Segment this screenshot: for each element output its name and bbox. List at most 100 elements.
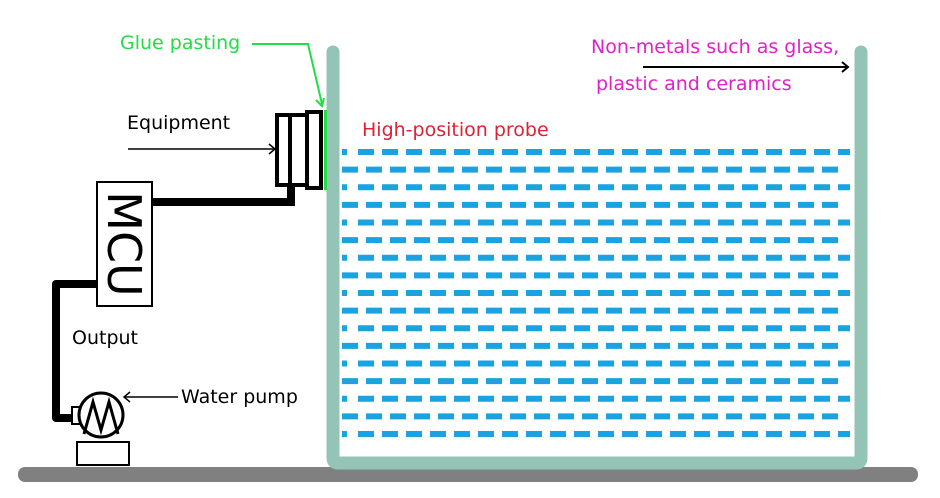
water-dash — [670, 395, 686, 402]
pump-arrow — [122, 391, 178, 403]
water-dash — [606, 201, 622, 208]
water-dash — [406, 431, 422, 437]
water-dash — [582, 307, 598, 314]
water-dash — [366, 307, 382, 314]
water-dash — [502, 395, 518, 402]
glue-layer — [324, 110, 327, 190]
water-dash — [646, 325, 662, 332]
water-dash — [358, 431, 374, 437]
water-dash — [582, 342, 598, 349]
water-dash — [766, 360, 782, 367]
water-dash — [574, 149, 590, 155]
water-dash — [462, 378, 478, 385]
water-dash — [790, 254, 806, 261]
water-dash — [654, 201, 670, 208]
water-dash — [774, 342, 790, 349]
water-dash — [486, 378, 502, 385]
water-dash — [534, 166, 550, 173]
water-dash — [774, 378, 790, 385]
water-dash — [534, 378, 550, 385]
water-dash — [526, 290, 542, 296]
water-dash — [670, 184, 686, 191]
water-dash — [630, 307, 646, 314]
water-dash — [702, 378, 718, 385]
output-label: Output — [72, 327, 138, 349]
water-dash — [526, 395, 542, 402]
water-dash — [606, 166, 622, 173]
water-dash — [630, 413, 646, 420]
water-dash — [526, 431, 542, 437]
water-dash — [382, 290, 398, 296]
water-dash — [342, 413, 358, 420]
water-dash — [678, 166, 694, 173]
water-dash — [750, 307, 766, 314]
water-dash — [670, 360, 686, 367]
water-dash — [646, 360, 662, 367]
water-dash — [606, 272, 622, 279]
water-dash — [558, 378, 574, 385]
water-dash — [510, 237, 526, 244]
water-dash — [598, 219, 614, 226]
water-dash — [838, 395, 850, 402]
water-dash — [342, 378, 358, 385]
water-dash — [694, 254, 710, 261]
wire-mcu-pump — [52, 280, 98, 422]
water-dash — [550, 219, 566, 226]
water-dash — [390, 201, 406, 208]
water-dash — [526, 219, 542, 226]
water-dash — [790, 184, 806, 191]
water-dash — [814, 325, 830, 332]
water-dash — [790, 149, 806, 155]
water-dash — [702, 342, 718, 349]
water-dash — [454, 395, 470, 402]
water-dash — [558, 237, 574, 244]
water-dash — [534, 272, 550, 279]
water-dash — [606, 307, 622, 314]
water-dash — [814, 184, 830, 191]
water-dash — [366, 413, 382, 420]
water-dash — [414, 201, 430, 208]
water-dash — [390, 307, 406, 314]
water-dash — [670, 219, 686, 226]
water-dash — [822, 378, 838, 385]
water-dash — [702, 166, 718, 173]
water-dash — [750, 166, 766, 173]
water-dash — [406, 325, 422, 332]
water-dash — [750, 237, 766, 244]
water-dash — [430, 395, 446, 402]
water-dash — [838, 360, 850, 367]
water-dash — [598, 395, 614, 402]
water-dash — [382, 184, 398, 191]
water-dash — [502, 360, 518, 367]
water-dash — [702, 237, 718, 244]
water-dash — [342, 149, 347, 155]
water-dash — [750, 342, 766, 349]
water-dash — [366, 342, 382, 349]
probe-label: High-position probe — [362, 119, 549, 141]
water-dash — [718, 219, 734, 226]
water-dash — [382, 395, 398, 402]
water-dash — [342, 360, 347, 367]
water-dash — [742, 395, 758, 402]
water-dash — [414, 342, 430, 349]
water-dash — [574, 431, 590, 437]
water-dash — [838, 431, 850, 437]
water-dash — [510, 378, 526, 385]
water-dash — [670, 290, 686, 296]
water-dash — [622, 254, 638, 261]
water-dash — [390, 378, 406, 385]
water-dash — [814, 395, 830, 402]
water-dash — [718, 360, 734, 367]
water-dash — [574, 254, 590, 261]
mcu-box — [96, 181, 153, 307]
water-dash — [366, 166, 382, 173]
water-dash — [478, 325, 494, 332]
water-dash — [550, 149, 566, 155]
water-dash — [462, 201, 478, 208]
water-dash — [366, 201, 382, 208]
water-dash — [670, 149, 686, 155]
water-dash — [766, 184, 782, 191]
water-dash — [822, 342, 838, 349]
tank — [326, 45, 868, 470]
